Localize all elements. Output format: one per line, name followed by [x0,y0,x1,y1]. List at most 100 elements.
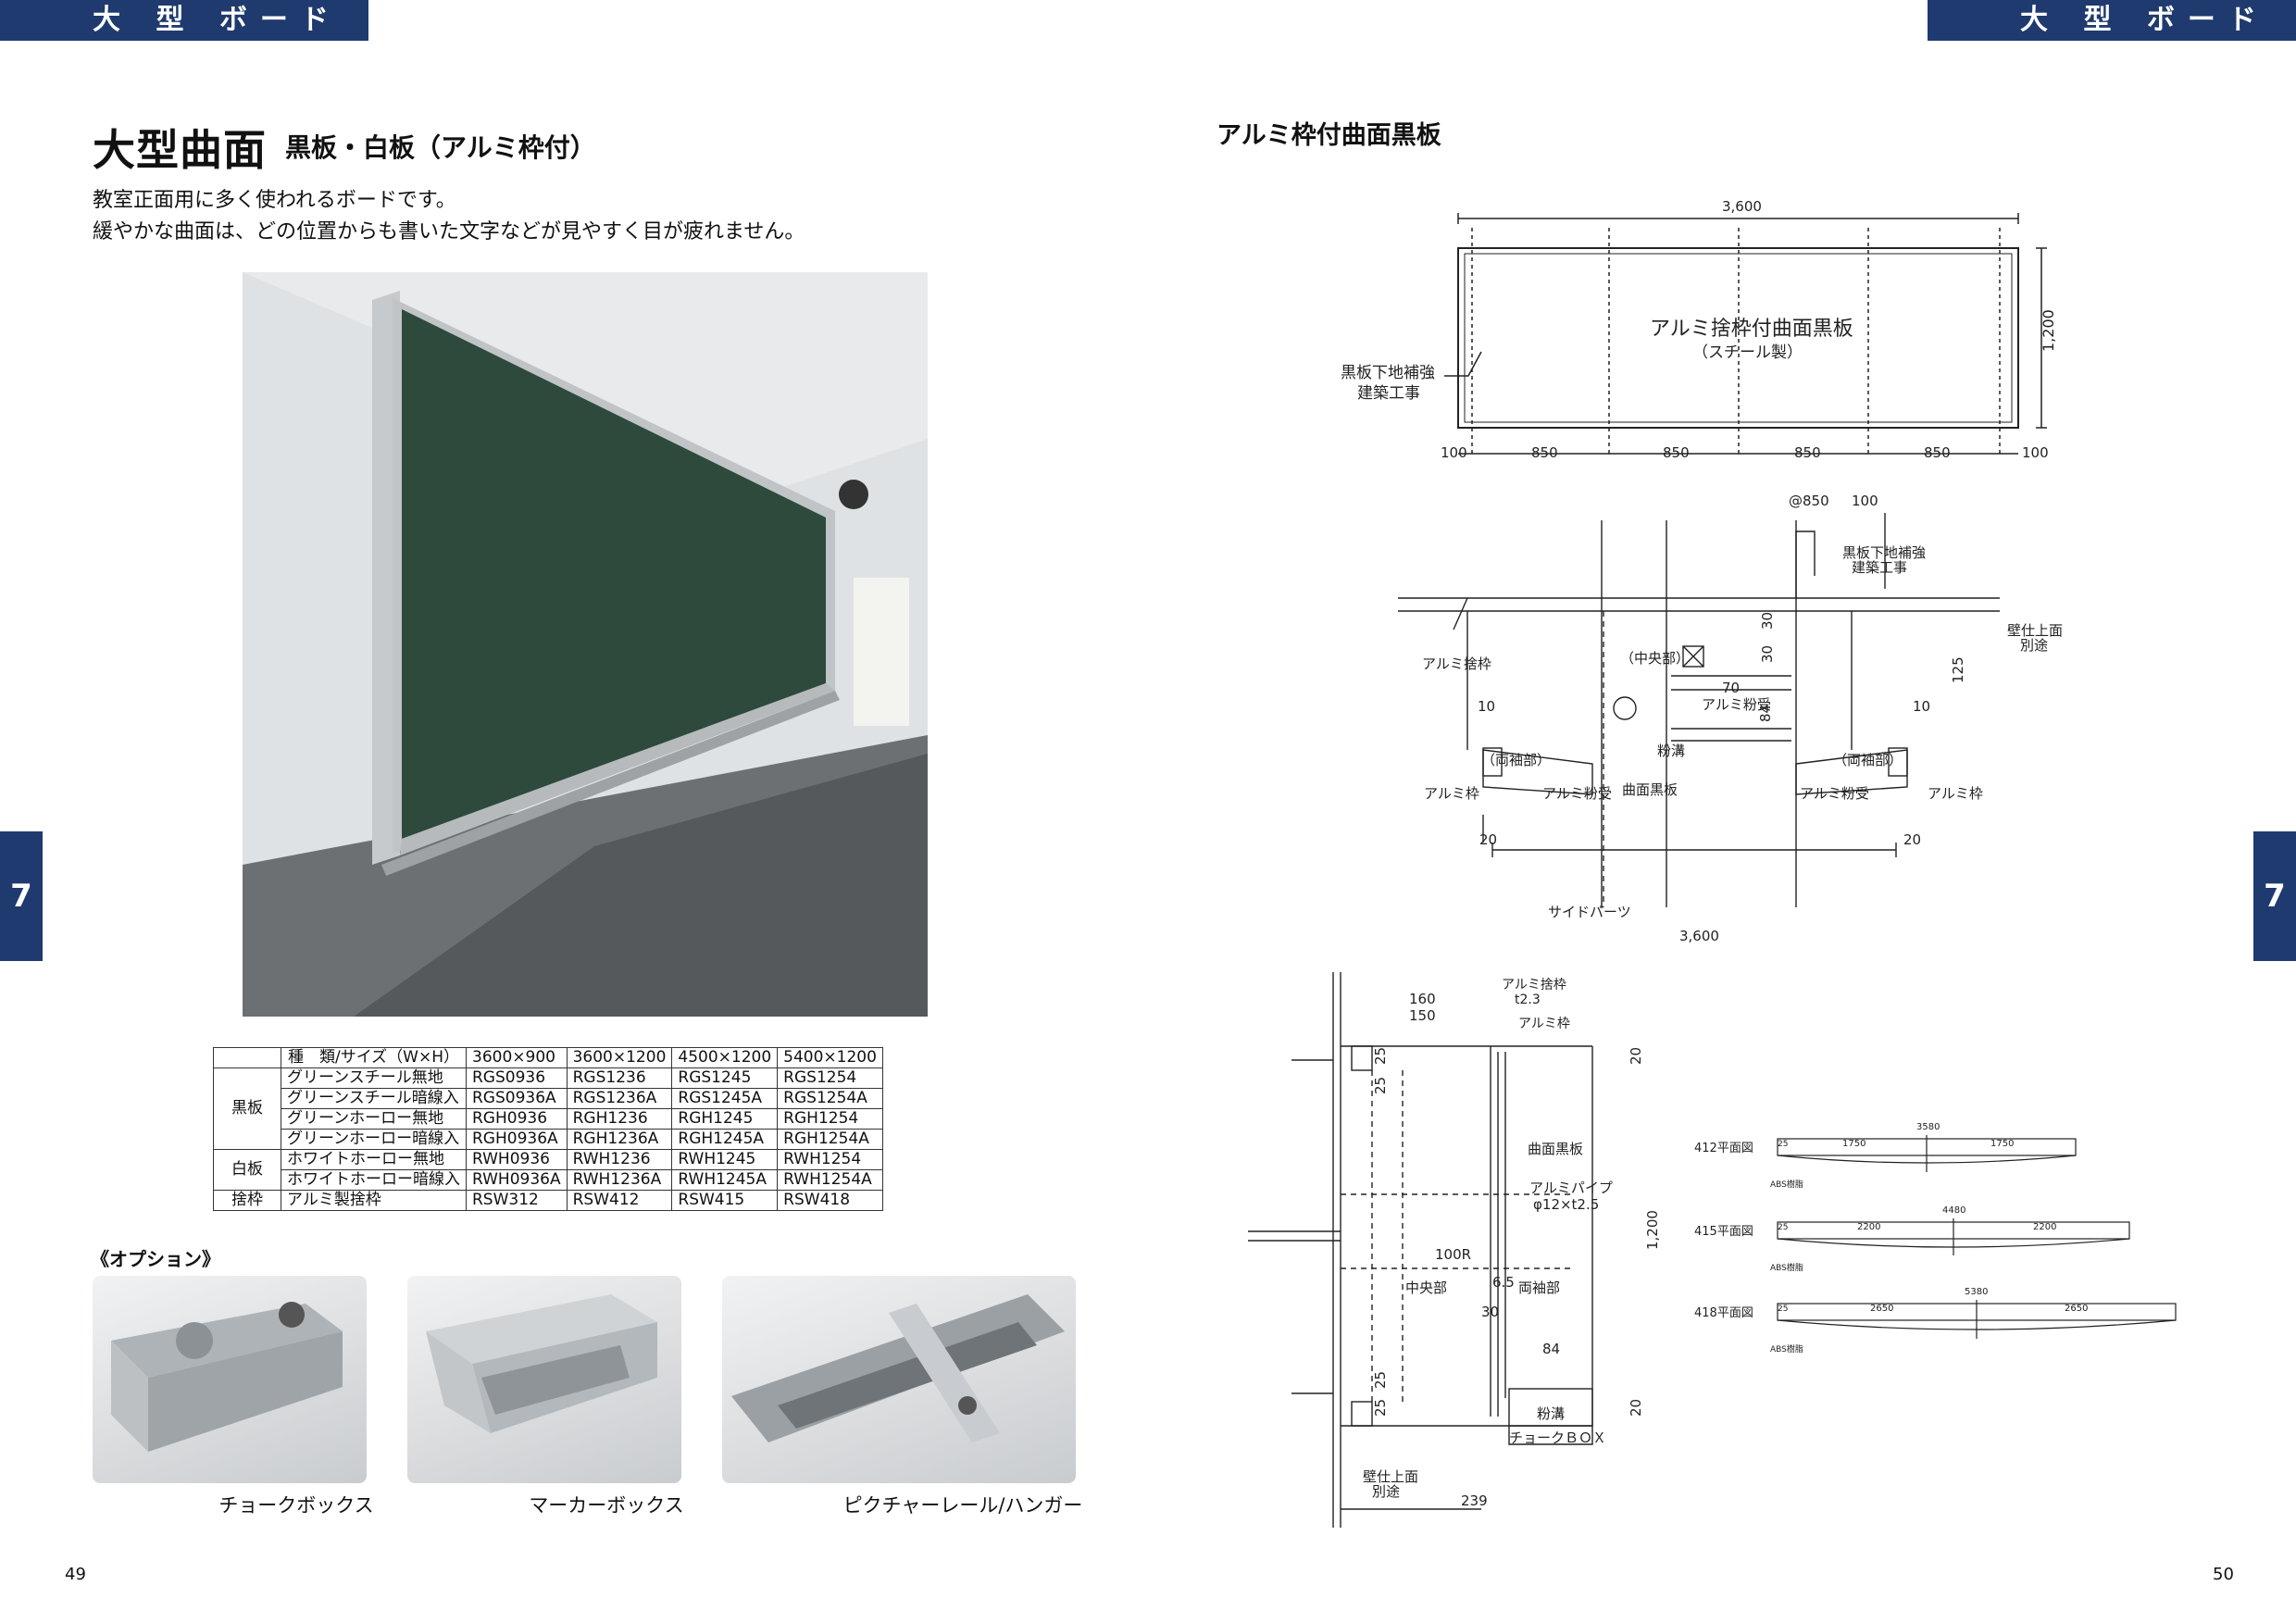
option-caption-marker-box: マーカーボックス [529,1494,684,1517]
plan-wall-2: 別途 [2020,637,2048,654]
section-num: 25 [1372,1399,1389,1417]
elevation-note-1: 黒板下地補強 [1341,364,1435,382]
plan-label: 粉溝 [1657,743,1685,759]
table-cell: RGS1236A [566,1088,673,1109]
section-label: アルミパイプ [1529,1180,1613,1196]
section-view [1248,972,1593,1528]
table-cell: RWH1254A [777,1169,883,1191]
section-num: 84 [1542,1341,1560,1357]
section-label: 中央部 [1405,1280,1447,1296]
plan-bottom-dim: 3,600 [1679,928,1719,944]
elevation-dim: 100 [1441,444,1467,461]
table-cell: グリーンホーロー暗線入 [281,1129,467,1150]
plan-label: （中央部） [1620,650,1690,667]
right-chapter-tab: 7 [2253,831,2296,961]
options-label: 《オプション》 [91,1248,220,1270]
mini-plan-part: 2200 [1857,1222,1880,1232]
section-label: 両袖部 [1518,1280,1560,1296]
table-row: グリーンホーロー暗線入 RGH0936A RGH1236A RGH1245A R… [214,1129,883,1150]
table-cell: RWH1245A [671,1169,779,1191]
section-num: 25 [1372,1371,1389,1389]
table-cell: RGH0936 [466,1108,568,1130]
table-cell: ホワイトホーロー無地 [281,1149,467,1170]
section-num: 239 [1461,1492,1488,1509]
section-num: 160 [1409,991,1436,1007]
table-row: ホワイトホーロー暗線入 RWH0936A RWH1236A RWH1245A R… [214,1169,883,1191]
table-cell: RGH1254 [777,1108,883,1130]
mini-plan-part: 2200 [2033,1222,2056,1232]
table-row: グリーンホーロー無地 RGH0936 RGH1236 RGH1245 RGH12… [214,1108,883,1130]
table-cell: RWH1236 [566,1149,673,1170]
mini-plan-part: 1750 [1990,1139,2014,1149]
spec-table: 種 類/サイズ（W×H） 3600×900 3600×1200 4500×120… [213,1047,883,1211]
table-cell: RGH1236 [566,1108,673,1130]
plan-num: 125 [1950,656,1966,683]
mini-plan-total: 3580 [1916,1122,1940,1132]
plan-num: 10 [1478,698,1495,715]
section-label: t2.3 [1515,993,1541,1007]
right-page-number: 50 [2213,1565,2234,1584]
mini-plan-edge: 25 [1778,1140,1788,1149]
table-cell: RSW418 [777,1190,883,1211]
elevation-height: 1,200 [2040,309,2057,352]
section-label: 壁仕上面 [1363,1468,1418,1485]
table-cell: RWH1236A [566,1169,673,1191]
mini-plan-abs: ABS樹脂 [1770,1179,1803,1190]
table-cell: グリーンホーロー無地 [281,1108,467,1130]
section-num: 25 [1372,1077,1389,1094]
plan-label: アルミ枠 [1928,785,1983,802]
section-label: 曲面黒板 [1528,1141,1583,1157]
section-num: 20 [1628,1399,1644,1417]
table-cell: RGH1254A [777,1129,883,1150]
plan-wall-1: 壁仕上面 [2007,622,2063,639]
mini-plan-edge: 25 [1778,1223,1788,1232]
elevation-dim: 850 [1663,444,1690,461]
table-cell: RGS0936A [466,1088,568,1109]
plan-top-dim: 100 [1852,493,1878,509]
table-cell: RSW415 [671,1190,779,1211]
elevation-dim: 850 [1924,444,1951,461]
section-num: 150 [1409,1007,1436,1024]
page-title: 大型曲面 [93,125,267,175]
table-header: 3600×1200 [566,1047,673,1068]
plan-num: 70 [1722,680,1740,696]
table-cell: グリーンスチール暗線入 [281,1088,467,1109]
table-cell: RSW312 [466,1190,568,1211]
plan-num: 10 [1913,698,1930,715]
plan-num: 30 [1759,612,1776,630]
table-cell: RWH1245 [671,1149,779,1170]
mini-plan-label: 415平面図 [1694,1225,1753,1239]
chalk-box-photo [93,1276,367,1483]
mini-plan-total: 4480 [1942,1205,1965,1216]
table-cell: RGS0936 [466,1067,568,1089]
option-caption-chalk-box: チョークボックス [218,1494,374,1517]
plan-label: アルミ枠 [1424,785,1479,802]
option-caption-picture-rail: ピクチャーレール/ハンガー [842,1494,1083,1517]
section-label: アルミ枠 [1518,1017,1570,1031]
mini-plan-415 [1777,1218,2130,1255]
plan-label: （両袖部） [1833,752,1903,768]
intro-line-1: 教室正面用に多く使われるボードです。 [93,189,456,212]
elevation-sublabel: （スチール製） [1692,343,1803,362]
table-cell: RGH1245 [671,1108,779,1130]
elevation-width: 3,600 [1722,198,1762,215]
page-subtitle: 黒板・白板（アルミ枠付） [285,132,596,163]
table-category: 黒板 [213,1067,281,1150]
table-cell: RGS1254A [777,1088,883,1109]
table-category: 捨枠 [213,1190,281,1211]
product-photo [243,272,928,1017]
table-cell: RGH1236A [566,1129,673,1150]
plan-num: 20 [1479,831,1497,848]
marker-box-photo [407,1276,681,1483]
intro-text: 教室正面用に多く使われるボードです。 緩やかな曲面は、どの位置からも書いた文字な… [93,185,926,248]
mini-plan-abs: ABS樹脂 [1770,1343,1803,1355]
table-cell: グリーンスチール無地 [281,1067,467,1089]
table-cell: アルミ製捨枠 [281,1190,467,1211]
table-header-row: 種 類/サイズ（W×H） 3600×900 3600×1200 4500×120… [213,1047,883,1068]
section-num: 30 [1481,1304,1499,1320]
plan-num: 30 [1759,645,1776,663]
plan-label: アルミ粉受 [1800,785,1869,802]
elevation-dim: 100 [2022,444,2049,461]
drawing-title: アルミ枠付曲面黒板 [1217,121,1441,150]
section-num: 25 [1372,1047,1389,1065]
